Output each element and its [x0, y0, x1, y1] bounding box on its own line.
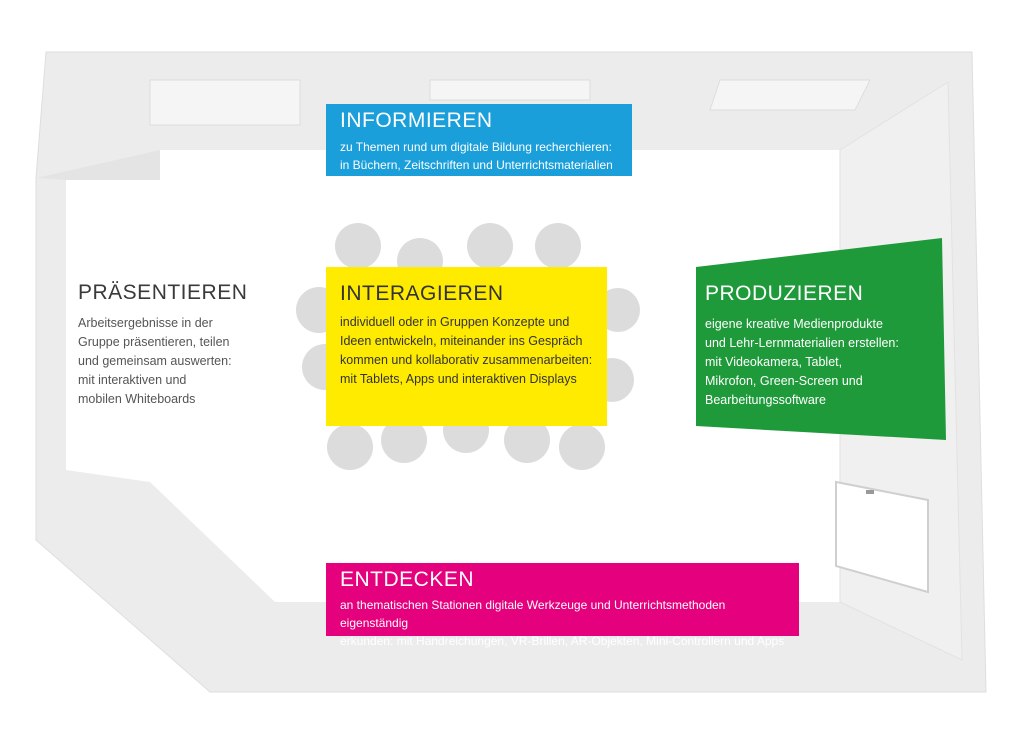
station-text-line: individuell oder in Gruppen Konzepte und	[340, 315, 570, 329]
station-text-line: an thematischen Stationen digitale Werkz…	[340, 598, 726, 630]
station-text-line: und gemeinsam auswerten:	[78, 354, 232, 368]
station-text-line: mobilen Whiteboards	[78, 392, 196, 406]
whiteboard-icon	[835, 480, 929, 594]
station-text-line: in Büchern, Zeitschriften und Unterricht…	[340, 158, 613, 172]
station-text-line: mit Videokamera, Tablet,	[705, 355, 843, 369]
station-title: ENTDECKEN	[340, 568, 475, 591]
station-text-line: Gruppe präsentieren, teilen	[78, 335, 230, 349]
seat-group	[296, 223, 640, 470]
station-text-line: kommen und kollaborativ zusammenarbeiten…	[340, 353, 593, 367]
station-text-line: zu Themen rund um digitale Bildung reche…	[340, 140, 612, 154]
station-text-line: und Lehr-Lernmaterialien erstellen:	[705, 336, 899, 350]
station-text-line: mit Tablets, Apps und interaktiven Displ…	[340, 372, 577, 386]
seat	[535, 223, 581, 269]
whiteboard-logo-mark	[866, 490, 874, 494]
station-informieren: INFORMIEREN zu Themen rund um digitale B…	[326, 104, 632, 176]
green-screen-panel	[696, 238, 946, 440]
seat	[335, 223, 381, 269]
seat	[559, 424, 605, 470]
station-title: PRÄSENTIEREN	[78, 281, 248, 304]
station-text-line: erkunden: mit Handreichungen, VR-Brillen…	[340, 634, 785, 648]
seat	[467, 223, 513, 269]
window-3	[709, 79, 871, 111]
seat	[327, 424, 373, 470]
station-entdecken: ENTDECKEN an thematischen Stationen digi…	[326, 563, 799, 648]
station-praesentieren: PRÄSENTIEREN Arbeitsergebnisse in der Gr…	[78, 280, 288, 409]
seat	[504, 417, 550, 463]
station-text-line: eigene kreative Medienprodukte	[705, 317, 883, 331]
station-text-line: Ideen entwickeln, miteinander ins Gesprä…	[340, 334, 583, 348]
station-produzieren: PRODUZIEREN eigene kreative Medienproduk…	[705, 281, 915, 410]
window-2	[429, 79, 591, 101]
seat	[381, 417, 427, 463]
station-text-line: Mikrofon, Green-Screen und	[705, 374, 863, 388]
station-title: INTERAGIEREN	[340, 282, 504, 305]
left-wall-shadow	[36, 150, 160, 180]
station-title: INFORMIEREN	[340, 109, 493, 132]
window-group	[149, 79, 871, 126]
station-title: PRODUZIEREN	[705, 282, 864, 305]
station-text-line: mit interaktiven und	[78, 373, 187, 387]
seat	[596, 288, 640, 332]
window-1	[149, 79, 301, 126]
station-text-line: Bearbeitungssoftware	[705, 393, 826, 407]
station-text-line: Arbeitsergebnisse in der	[78, 316, 213, 330]
station-interagieren: INTERAGIEREN individuell oder in Gruppen…	[326, 267, 607, 426]
